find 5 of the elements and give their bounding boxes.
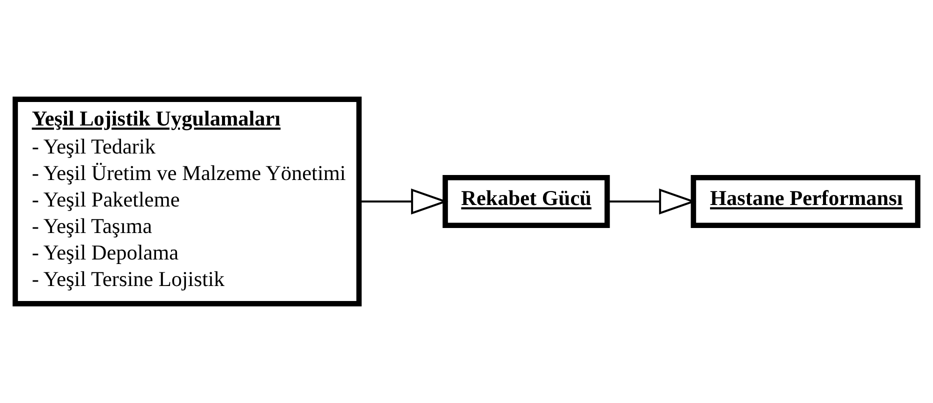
arrow — [607, 188, 696, 215]
node-box: Hastane Performansı — [690, 174, 920, 228]
arrow — [359, 188, 448, 215]
node-box: Yeşil Lojistik Uygulamaları - Yeşil Tedarik - Yeşil Üretim ve Malzeme Yönetimi - Yeşil Paketleme - Yeşil Taşıma - Yeşil Depolama - Yeşil Tersine Lojistik — [12, 96, 362, 306]
node-box: Rekabet Gücü — [442, 174, 610, 228]
